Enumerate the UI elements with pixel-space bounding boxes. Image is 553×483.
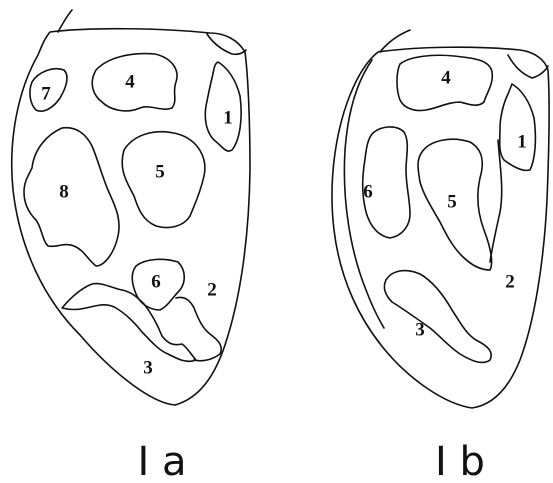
region-label-6-1b: 6 bbox=[363, 182, 373, 203]
region-label-6-1a: 6 bbox=[151, 272, 161, 293]
corner-region-1b bbox=[508, 55, 548, 78]
region-label-3-1a: 3 bbox=[143, 358, 153, 379]
region-1-outline-1b bbox=[500, 84, 536, 170]
figure-1a: 7 4 1 8 5 6 2 3 I a bbox=[12, 10, 250, 483]
region-label-8-1a: 8 bbox=[59, 182, 69, 203]
region-8-outline-1a bbox=[24, 128, 119, 266]
region-label-4-1b: 4 bbox=[441, 68, 451, 89]
region-label-7-1a: 7 bbox=[41, 84, 51, 105]
region-label-2-1a: 2 bbox=[207, 280, 217, 301]
region-label-3-1b: 3 bbox=[415, 320, 425, 341]
region-label-5-1b: 5 bbox=[447, 192, 457, 213]
corner-region-1a bbox=[207, 34, 246, 54]
region-label-1-1b: 1 bbox=[517, 132, 527, 153]
divider-1b bbox=[490, 140, 502, 262]
outline-1b bbox=[332, 47, 549, 408]
neck-1a bbox=[58, 10, 72, 32]
region-label-2-1b: 2 bbox=[505, 272, 515, 293]
region-label-4-1a: 4 bbox=[125, 72, 135, 93]
region-label-1-1a: 1 bbox=[223, 108, 233, 129]
region-label-5-1a: 5 bbox=[155, 162, 165, 183]
figure-caption-1a: I a bbox=[137, 439, 186, 483]
figure-1b: 4 1 6 5 2 3 I b bbox=[332, 30, 549, 483]
region-3-boundary-1a bbox=[176, 297, 221, 360]
figure-caption-1b: I b bbox=[435, 439, 485, 483]
region-3-outline-1b bbox=[384, 271, 491, 363]
